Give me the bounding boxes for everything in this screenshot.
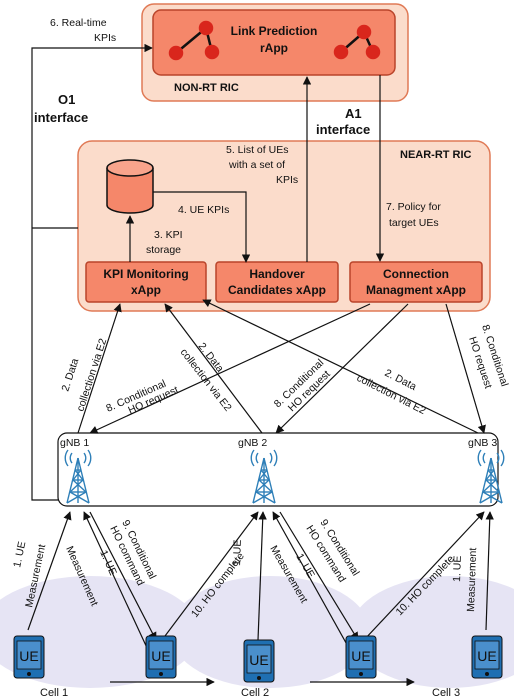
step-6-label-line1: 6. Real-time bbox=[50, 17, 107, 29]
step-1-ue1-line1: 1. UE bbox=[11, 540, 28, 568]
connection-management-xapp-line1: Connection bbox=[383, 267, 449, 281]
gnb-3-label: gNB 3 bbox=[468, 437, 497, 449]
gnb-2-tower-icon bbox=[250, 449, 278, 504]
data-collection-gnb1-arrow bbox=[77, 303, 122, 434]
step-5-label-line2: with a set of bbox=[228, 159, 285, 171]
gnb-container bbox=[57, 432, 499, 507]
gnb2-to-ue4-ho-command-arrow bbox=[279, 511, 359, 641]
gnb-2-label: gNB 2 bbox=[238, 437, 267, 449]
non-rt-ric-label: NON-RT RIC bbox=[174, 82, 239, 94]
handover-candidates-xapp-box[interactable] bbox=[215, 261, 339, 303]
gnb-1-label: gNB 1 bbox=[60, 437, 89, 449]
a1-interface-label-line1: A1 bbox=[345, 106, 362, 121]
ue-3-label: UE bbox=[249, 652, 268, 668]
ue-kpis-arrow bbox=[153, 191, 251, 263]
ue-2-phone: UE bbox=[145, 635, 177, 679]
gnb-1-tower-icon bbox=[64, 449, 92, 504]
kpi-monitoring-xapp-line2: xApp bbox=[131, 283, 161, 297]
handover-candidates-xapp-line2: Candidates xApp bbox=[228, 283, 326, 297]
step-3-label-line1: 3. KPI bbox=[154, 229, 183, 241]
rapp-title-line2: rApp bbox=[260, 41, 288, 55]
connection-management-xapp-box[interactable] bbox=[349, 261, 483, 303]
step-2-gnb1-line1: 2. Data bbox=[59, 357, 81, 393]
a1-interface-label-line2: interface bbox=[316, 122, 370, 137]
ue5-to-gnb3-measurement-arrow bbox=[485, 511, 494, 631]
step-1-ue5-line1: 1. UE bbox=[451, 555, 464, 582]
kpi-monitoring-xapp-box[interactable] bbox=[85, 261, 207, 303]
connection-management-xapp-line2: Managment xApp bbox=[366, 283, 466, 297]
gnb1-to-ue2-ho-command-arrow bbox=[89, 511, 157, 641]
step-3-label-line2: storage bbox=[146, 244, 181, 256]
realtime-kpis-arrow bbox=[31, 43, 153, 501]
step-7-label-line1: 7. Policy for bbox=[386, 201, 441, 213]
ue-1-label: UE bbox=[19, 648, 38, 664]
cell-2-label: Cell 2 bbox=[241, 687, 269, 699]
rapp-title-line1: Link Prediction bbox=[231, 24, 318, 38]
graph-icon-right bbox=[333, 24, 381, 60]
ue2-to-gnb1-measurement-arrow bbox=[83, 511, 149, 651]
cell-2-area bbox=[170, 576, 370, 688]
ue-1-phone: UE bbox=[13, 635, 45, 679]
step-2-gnb1-line2: collection via E2 bbox=[74, 337, 109, 413]
data-collection-gnb2-arrow bbox=[164, 303, 263, 434]
step-4-label: 4. UE KPIs bbox=[178, 204, 229, 216]
ue-5-label: UE bbox=[477, 648, 496, 664]
ue-5-phone: UE bbox=[471, 635, 503, 679]
ue-3-phone: UE bbox=[243, 639, 275, 683]
step-1-ue2-line1: 1. UE bbox=[97, 548, 119, 577]
kpi-monitoring-xapp-line1: KPI Monitoring bbox=[103, 267, 188, 281]
handover-candidates-xapp-line1: Handover bbox=[249, 267, 305, 281]
step-5-label-line1: 5. List of UEs bbox=[226, 144, 288, 156]
ue4-to-gnb3-ho-complete-arrow bbox=[363, 511, 485, 641]
kpi-database-icon bbox=[106, 159, 154, 214]
gnb-3-tower-icon bbox=[477, 449, 505, 504]
graph-icon-left bbox=[168, 20, 220, 61]
step-1-ue3-line1: 1. UE bbox=[231, 539, 244, 566]
step-7-label-line2: target UEs bbox=[389, 217, 439, 229]
ho-request-gnb2-arrow bbox=[275, 303, 409, 434]
ho-request-gnb3-arrow bbox=[445, 303, 486, 434]
ue2-to-gnb2-ho-complete-arrow bbox=[161, 511, 259, 641]
ue-4-phone: UE bbox=[345, 635, 377, 679]
step-6-label-line2: KPIs bbox=[94, 32, 116, 44]
cell-3-label: Cell 3 bbox=[432, 687, 460, 699]
data-collection-gnb3-arrow bbox=[202, 299, 479, 434]
o1-interface-label-line1: O1 bbox=[58, 92, 75, 107]
ue-2-label: UE bbox=[151, 648, 170, 664]
ue4-to-gnb2-measurement-arrow bbox=[272, 511, 351, 651]
ho-request-gnb1-arrow bbox=[89, 303, 371, 434]
step-1-ue5-line2: Measurement bbox=[465, 547, 479, 612]
step-5-label-line3: KPIs bbox=[276, 174, 298, 186]
ue3-to-gnb2-measurement-arrow bbox=[257, 511, 267, 641]
ue1-to-gnb1-measurement-arrow bbox=[27, 511, 72, 631]
near-rt-ric-label: NEAR-RT RIC bbox=[400, 149, 472, 161]
ue-4-label: UE bbox=[351, 648, 370, 664]
cell-1-label: Cell 1 bbox=[40, 687, 68, 699]
o1-interface-label-line2: interface bbox=[34, 110, 88, 125]
